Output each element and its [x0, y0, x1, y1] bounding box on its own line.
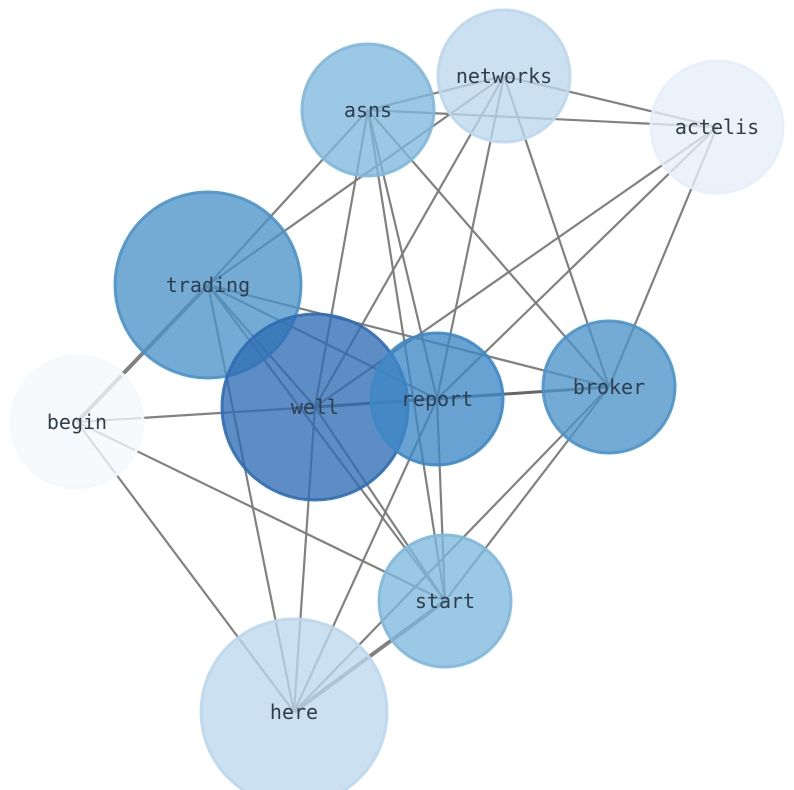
node-label-asns: asns — [344, 98, 392, 122]
edge-begin-start — [76, 421, 446, 602]
node-networks[interactable] — [436, 8, 572, 144]
node-report[interactable] — [369, 331, 505, 467]
node-label-begin: begin — [47, 410, 107, 434]
node-start[interactable] — [377, 533, 513, 669]
node-label-here: here — [270, 700, 318, 724]
node-label-networks: networks — [456, 64, 552, 88]
node-begin[interactable] — [9, 354, 145, 490]
node-label-well: well — [291, 395, 339, 419]
node-layer — [9, 8, 785, 790]
node-label-broker: broker — [573, 375, 645, 399]
node-trading[interactable] — [113, 190, 303, 380]
node-here[interactable] — [199, 617, 389, 790]
node-asns[interactable] — [300, 42, 436, 178]
node-label-trading: trading — [166, 273, 250, 297]
node-broker[interactable] — [541, 319, 677, 455]
node-label-start: start — [415, 589, 475, 613]
node-label-report: report — [401, 387, 473, 411]
node-label-actelis: actelis — [675, 115, 759, 139]
label-layer: networks asns actelis trading begin well repor… — [47, 64, 759, 724]
node-actelis[interactable] — [649, 59, 785, 195]
